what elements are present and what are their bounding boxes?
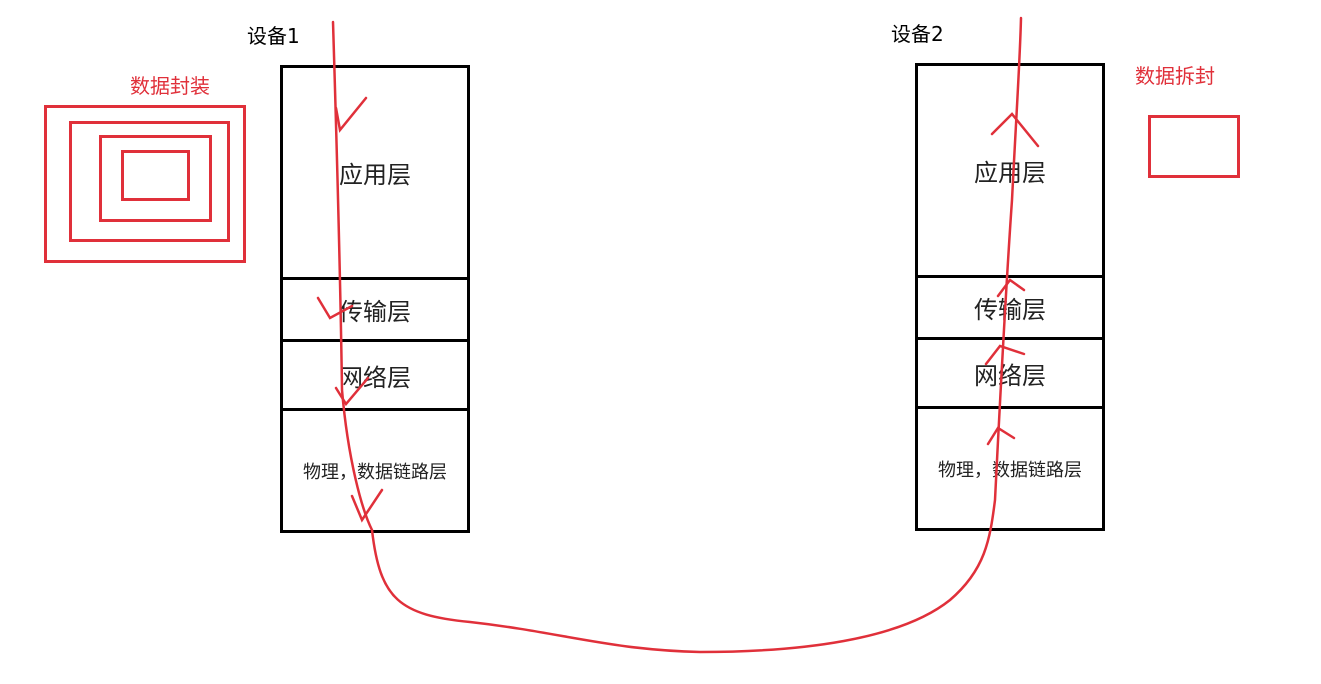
device2-label: 设备2 — [891, 22, 944, 46]
device2-transport-label: 传输层 — [974, 296, 1046, 324]
device1-transport-layer: 传输层 — [283, 280, 467, 342]
device1-network-layer: 网络层 — [283, 342, 467, 411]
device1-physical-datalink-label: 物理，数据链路层 — [303, 461, 447, 483]
device2-physical-datalink-layer: 物理，数据链路层 — [918, 409, 1102, 528]
device2-application-layer: 应用层 — [918, 66, 1102, 278]
device2-network-layer: 网络层 — [918, 340, 1102, 409]
device1-application-label: 应用层 — [339, 161, 411, 189]
device2-network-label: 网络层 — [974, 361, 1046, 390]
device1-stack: 应用层 传输层 网络层 物理，数据链路层 — [280, 65, 470, 533]
device1-transport-label: 传输层 — [339, 298, 411, 326]
encapsulation-box-2 — [69, 121, 230, 242]
device1-label: 设备1 — [247, 24, 300, 48]
decapsulation-label: 数据拆封 — [1135, 64, 1215, 88]
device2-stack: 应用层 传输层 网络层 物理，数据链路层 — [915, 63, 1105, 531]
device2-physical-datalink-label: 物理，数据链路层 — [938, 459, 1082, 481]
device1-physical-datalink-layer: 物理，数据链路层 — [283, 411, 467, 530]
encapsulation-box-3 — [99, 135, 212, 222]
device2-transport-layer: 传输层 — [918, 278, 1102, 340]
device1-network-label: 网络层 — [339, 363, 411, 392]
encapsulation-label: 数据封装 — [130, 74, 210, 98]
device2-application-label: 应用层 — [974, 159, 1046, 187]
device1-application-layer: 应用层 — [283, 68, 467, 280]
encapsulation-inner-box — [121, 150, 190, 201]
encapsulation-outer-box — [44, 105, 246, 263]
decapsulation-box — [1148, 115, 1240, 178]
